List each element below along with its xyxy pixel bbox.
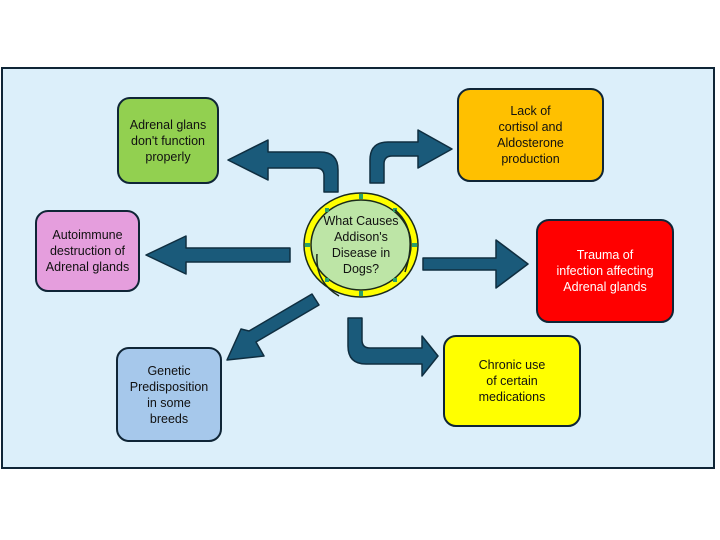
- arrow-to-trauma-infection: [422, 239, 529, 289]
- arrow-to-autoimmune: [145, 235, 291, 275]
- cause-label: Trauma of infection affecting Adrenal gl…: [556, 248, 654, 294]
- arrow-to-adrenal-glands-function: [227, 139, 339, 193]
- center-node: [303, 192, 419, 298]
- cause-label: Adrenal glans don't function properly: [129, 117, 207, 164]
- center-label: What Causes Addison's Disease in Dogs?: [323, 214, 399, 276]
- arrow-to-genetic: [226, 293, 320, 361]
- cause-label: Genetic Predisposition in some breeds: [129, 363, 209, 426]
- cause-box-medications: Chronic use of certain medications: [443, 335, 581, 427]
- cause-box-trauma-infection: Trauma of infection affecting Adrenal gl…: [536, 219, 674, 323]
- cause-label: Autoimmune destruction of Adrenal glands: [45, 228, 130, 274]
- cause-box-lack-cortisol: Lack of cortisol and Aldosterone product…: [457, 88, 604, 182]
- cause-box-genetic: Genetic Predisposition in some breeds: [116, 347, 222, 442]
- cause-label: Chronic use of certain medications: [478, 358, 546, 404]
- cause-box-autoimmune: Autoimmune destruction of Adrenal glands: [35, 210, 140, 292]
- cause-label: Lack of cortisol and Aldosterone product…: [497, 104, 564, 166]
- arrow-to-lack-cortisol: [369, 129, 453, 184]
- arrow-to-medications: [347, 317, 439, 377]
- cause-box-adrenal-glands-function: Adrenal glans don't function properly: [117, 97, 219, 184]
